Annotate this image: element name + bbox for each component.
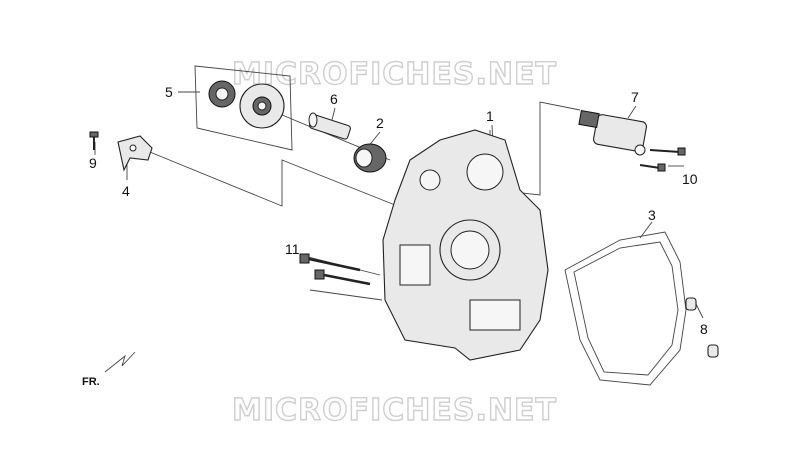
crankcase-cover [382,129,549,361]
callout-8: 8 [700,321,708,337]
front-direction-label: FR. [82,376,100,388]
bearing-part [353,143,387,173]
gasket [564,231,687,386]
callout-5: 5 [165,84,173,100]
callout-6: 6 [330,91,338,107]
bolts-10 [639,147,686,172]
callout-3: 3 [648,207,656,223]
watermark-top: MICROFICHES.NET [232,57,557,92]
callout-4: 4 [122,183,130,199]
callouts: 1 2 3 4 5 6 7 8 9 10 11 [89,84,708,337]
callout-10: 10 [682,171,698,187]
watermark-bottom: MICROFICHES.NET [232,393,557,428]
plate-part [117,135,153,172]
callout-11: 11 [285,241,300,257]
front-direction-indicator: FR. [82,351,136,388]
gear-set-bracket [194,65,293,151]
starter-motor [578,109,647,156]
shaft-part [308,112,351,140]
dowel-pins [685,297,719,358]
callout-7: 7 [631,89,639,105]
long-bolts [299,253,371,286]
bolt-9 [89,131,99,150]
callout-9: 9 [89,155,97,171]
callout-2: 2 [376,115,384,131]
callout-1: 1 [486,108,494,124]
